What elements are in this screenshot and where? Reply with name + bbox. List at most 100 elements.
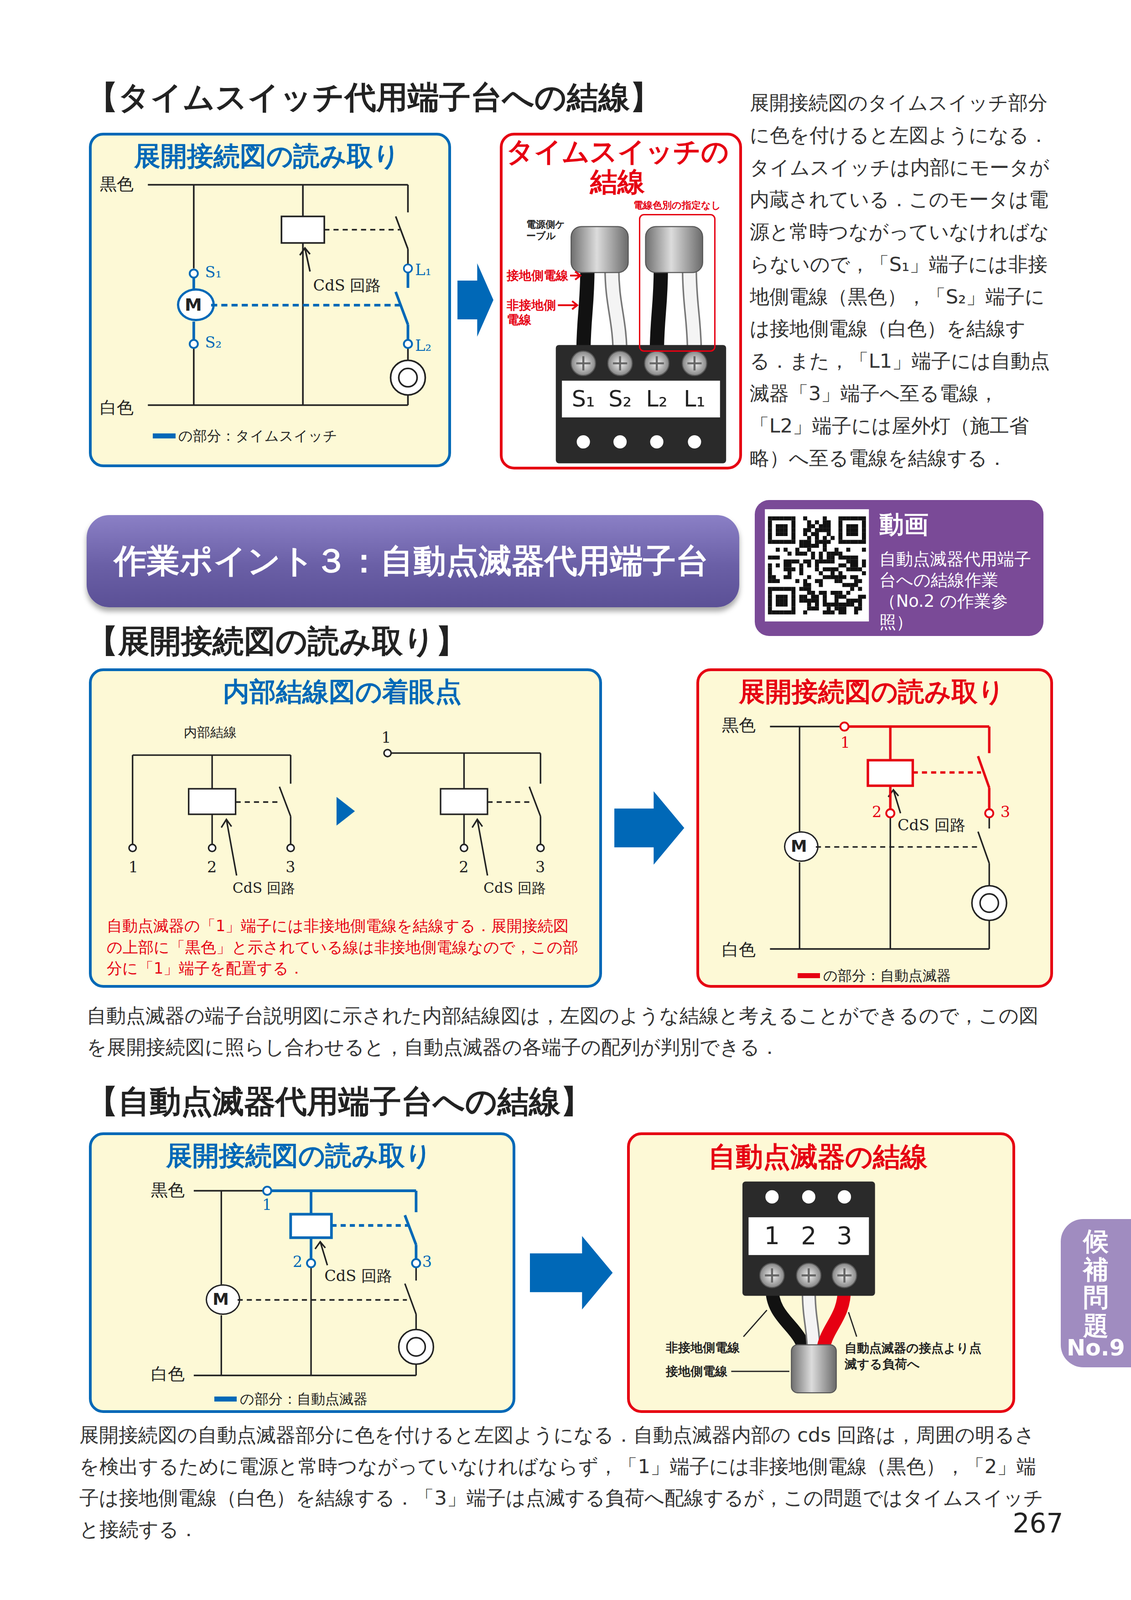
terminal-number: 1 xyxy=(756,1220,788,1251)
circuit-label: CdS 回路 xyxy=(483,879,546,897)
shape-rect xyxy=(861,547,867,552)
wire-line xyxy=(391,752,541,844)
shape-rect xyxy=(854,598,859,603)
shape-rect xyxy=(771,610,776,615)
terminal-circle xyxy=(536,844,545,852)
shape-rect xyxy=(826,575,831,580)
motor-letter: M xyxy=(205,1290,236,1308)
band-title: 作業ポイント３：自動点滅器代用端子台 xyxy=(86,541,737,581)
shape-rect xyxy=(767,563,773,568)
shape-rect xyxy=(783,602,788,607)
shape-rect xyxy=(775,547,780,552)
shape-rect xyxy=(803,539,808,544)
shape-rect xyxy=(826,551,831,556)
circuit-label: CdS 回路 xyxy=(232,879,296,897)
shape-rect xyxy=(807,528,812,533)
shape-rect xyxy=(830,575,835,580)
video-body: 自動点滅器代用端子台への結線作業（No.2 の作業参照） xyxy=(879,548,1035,633)
legend-text: の部分：タイムスイッチ xyxy=(178,426,338,446)
wire-line xyxy=(331,1223,409,1227)
wire-line xyxy=(132,754,291,844)
shape-rect xyxy=(857,578,862,583)
shape-rect xyxy=(807,539,812,544)
shape-rect xyxy=(819,528,824,533)
terminal-number: 3 xyxy=(535,857,545,877)
qr-ground xyxy=(764,508,869,622)
terminal-number: 2 xyxy=(292,1252,303,1271)
shape-rect xyxy=(854,563,859,568)
terminal-circle xyxy=(390,360,426,395)
shape-rect xyxy=(826,519,831,524)
shape-rect xyxy=(842,582,847,587)
shape-rect xyxy=(814,606,820,611)
shape-rect xyxy=(810,598,815,603)
diagram-caption: 内部結線 xyxy=(183,724,237,741)
block-arrow xyxy=(529,1235,613,1309)
wire-line xyxy=(815,845,981,848)
shape-rect xyxy=(838,519,843,524)
shape-rect xyxy=(810,543,815,548)
shape-rect xyxy=(807,535,812,540)
shape-rect xyxy=(767,566,773,571)
side-tab: 候補問題No.9 xyxy=(1060,1218,1131,1367)
shape-rect xyxy=(826,606,831,611)
shape-rect xyxy=(791,606,796,611)
shape-rect xyxy=(846,598,851,603)
shape-rect xyxy=(771,555,776,560)
terminal-circle xyxy=(404,339,413,348)
shape-rect xyxy=(803,516,808,521)
terminal-circle xyxy=(129,844,137,852)
shape-rect xyxy=(834,578,839,583)
shape-rect xyxy=(742,1181,876,1296)
callout-text: 電源側ケーブル xyxy=(526,218,567,242)
terminal-circle xyxy=(980,893,999,912)
terminal-circle xyxy=(840,722,849,731)
shape-rect xyxy=(854,559,859,564)
shape-rect xyxy=(846,539,851,544)
wire-line xyxy=(395,272,409,340)
shape-rect xyxy=(842,516,847,521)
shape-rect xyxy=(767,590,773,595)
terminal-circle xyxy=(650,435,664,449)
terminal-circle xyxy=(189,339,198,348)
shape-rect xyxy=(767,606,773,611)
shape-rect xyxy=(779,586,784,591)
terminal-name: L₂ xyxy=(641,385,673,413)
shape-rect xyxy=(791,1344,836,1393)
shape-rect xyxy=(857,606,862,611)
shape-rect xyxy=(842,563,847,568)
wire-line xyxy=(487,800,532,803)
shape-rect xyxy=(819,523,824,529)
shape-rect xyxy=(791,610,796,615)
shape-rect xyxy=(850,539,855,544)
wire-line xyxy=(221,819,237,876)
shape-rect xyxy=(290,1213,332,1237)
wire-line xyxy=(557,300,577,310)
wire-line xyxy=(299,248,310,272)
shape-rect xyxy=(767,586,773,591)
shape-rect xyxy=(857,594,862,599)
shape-rect xyxy=(767,531,773,536)
shape-rect xyxy=(850,575,855,580)
shape-rect xyxy=(854,575,859,580)
shape-rect xyxy=(850,528,855,533)
shape-rect xyxy=(834,598,839,603)
shape-rect xyxy=(814,531,820,536)
leader-lines xyxy=(731,1309,857,1371)
shape-rect xyxy=(838,516,843,521)
shape-rect xyxy=(767,575,773,580)
shape-rect xyxy=(810,531,815,536)
internal-wiring-b xyxy=(383,749,545,876)
legend-swatch xyxy=(152,433,176,439)
shape-rect xyxy=(791,523,796,529)
shape-rect xyxy=(814,543,820,548)
terminal-circle xyxy=(802,1189,816,1204)
shape-rect xyxy=(867,759,913,786)
shape-rect xyxy=(803,594,808,599)
shape-rect xyxy=(838,535,843,540)
shape-rect xyxy=(838,563,843,568)
terminal-name: S₂ xyxy=(604,385,636,413)
terminal-number: 1 xyxy=(840,733,851,752)
shape-rect xyxy=(775,563,780,568)
shape-rect xyxy=(775,555,780,560)
